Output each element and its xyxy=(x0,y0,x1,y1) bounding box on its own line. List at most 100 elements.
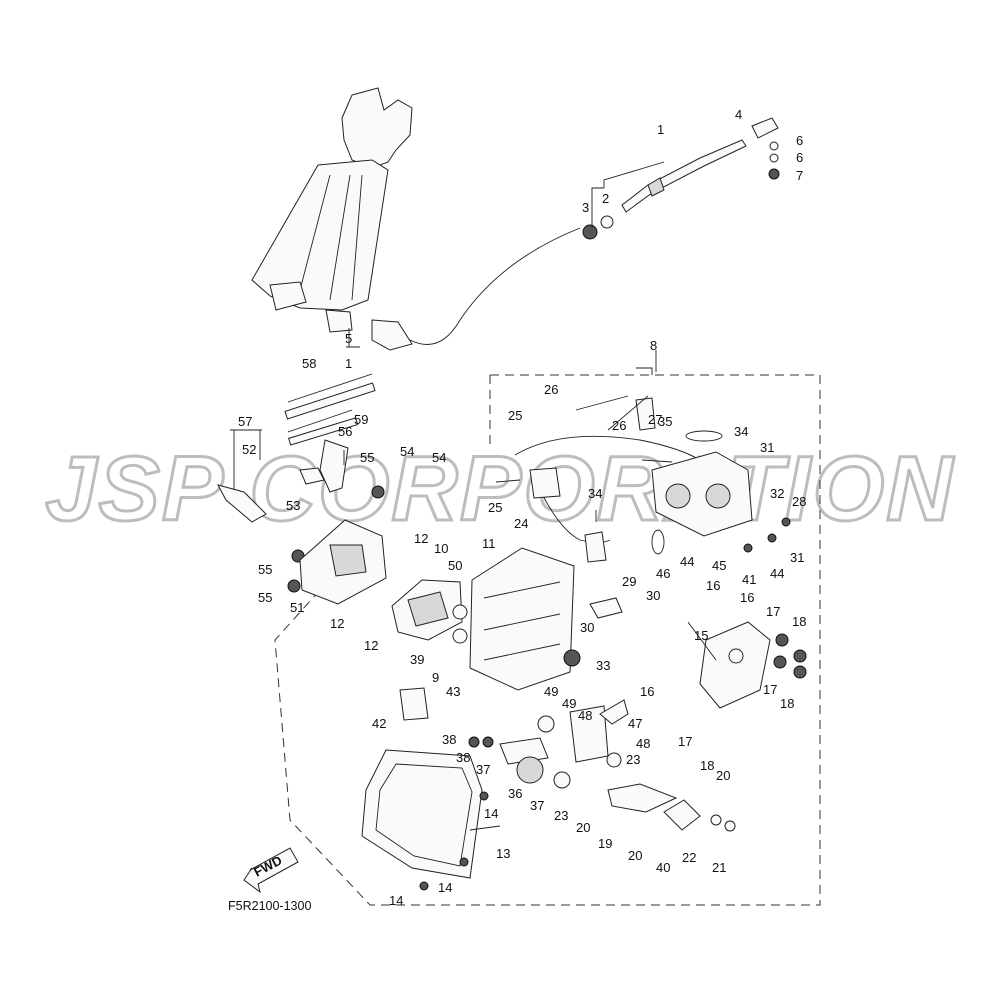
callout-55: 55 xyxy=(258,590,272,605)
callout-30: 30 xyxy=(646,588,660,603)
callout-11: 11 xyxy=(482,536,496,551)
housing-cover xyxy=(361,749,489,891)
callout-46: 46 xyxy=(656,566,670,581)
callout-58: 58 xyxy=(302,356,316,371)
callout-6: 6 xyxy=(796,133,803,148)
callout-38: 38 xyxy=(456,750,470,765)
callout-30: 30 xyxy=(580,620,594,635)
diagram-code: F5R2100-1300 xyxy=(228,899,311,913)
callout-55: 55 xyxy=(258,562,272,577)
callout-14: 14 xyxy=(438,880,452,895)
callout-16: 16 xyxy=(706,578,720,593)
watermark-text: JSP CORPORATION xyxy=(45,438,955,540)
callout-52: 52 xyxy=(242,442,256,457)
callout-18: 18 xyxy=(700,758,714,773)
callout-50: 50 xyxy=(448,558,462,573)
callout-56: 56 xyxy=(338,424,352,439)
fwd-arrow-icon: FWD xyxy=(243,847,299,894)
callout-36: 36 xyxy=(508,786,522,801)
assembly-boundary-8 xyxy=(274,374,821,906)
callout-22: 22 xyxy=(682,850,696,865)
callout-20: 20 xyxy=(576,820,590,835)
callout-13: 13 xyxy=(496,846,510,861)
callout-25: 25 xyxy=(508,408,522,423)
callout-34: 34 xyxy=(734,424,748,439)
callout-37: 37 xyxy=(476,762,490,777)
callout-20: 20 xyxy=(716,768,730,783)
linkage-bracket xyxy=(589,597,807,709)
callout-33: 33 xyxy=(596,658,610,673)
callout-16: 16 xyxy=(640,684,654,699)
jet-pump-housing xyxy=(251,87,413,351)
callout-23: 23 xyxy=(554,808,568,823)
callout-1: 1 xyxy=(657,122,664,137)
callout-17: 17 xyxy=(678,734,692,749)
callout-43: 43 xyxy=(446,684,460,699)
callout-17: 17 xyxy=(766,604,780,619)
callout-54: 54 xyxy=(400,444,414,459)
callout-27: 27 xyxy=(648,412,662,427)
callout-55: 55 xyxy=(360,450,374,465)
callout-18: 18 xyxy=(792,614,806,629)
callout-20: 20 xyxy=(628,848,642,863)
callout-6: 6 xyxy=(796,150,803,165)
shift-bracket-assembly xyxy=(217,373,387,605)
callout-21: 21 xyxy=(712,860,726,875)
callout-47: 47 xyxy=(628,716,642,731)
callout-41: 41 xyxy=(742,572,756,587)
callout-49: 49 xyxy=(544,684,558,699)
callout-29: 29 xyxy=(622,574,636,589)
callout-42: 42 xyxy=(372,716,386,731)
callout-5: 5 xyxy=(345,331,352,346)
callout-48: 48 xyxy=(636,736,650,751)
callout-37: 37 xyxy=(530,798,544,813)
callout-48: 48 xyxy=(578,708,592,723)
callout-12: 12 xyxy=(414,531,428,546)
callout-12: 12 xyxy=(330,616,344,631)
callout-54: 54 xyxy=(432,450,446,465)
callout-26: 26 xyxy=(612,418,626,433)
callout-31: 31 xyxy=(790,550,804,565)
callout-3: 3 xyxy=(582,200,589,215)
callout-10: 10 xyxy=(434,541,448,556)
callout-26: 26 xyxy=(544,382,558,397)
callout-2: 2 xyxy=(602,191,609,206)
gear-train xyxy=(468,699,736,832)
callout-40: 40 xyxy=(656,860,670,875)
callout-59: 59 xyxy=(354,412,368,427)
callout-44: 44 xyxy=(680,554,694,569)
callout-31: 31 xyxy=(760,440,774,455)
callout-24: 24 xyxy=(514,516,528,531)
callout-17: 17 xyxy=(763,682,777,697)
callout-38: 38 xyxy=(442,732,456,747)
callout-34: 34 xyxy=(588,486,602,501)
callout-45: 45 xyxy=(712,558,726,573)
callout-18: 18 xyxy=(780,696,794,711)
callout-28: 28 xyxy=(792,494,806,509)
callout-49: 49 xyxy=(562,696,576,711)
callout-44: 44 xyxy=(770,566,784,581)
steering-cable-end-parts xyxy=(582,117,780,240)
callout-57: 57 xyxy=(238,414,252,429)
leader-lines xyxy=(230,161,717,831)
callout-15: 15 xyxy=(694,628,708,643)
callout-4: 4 xyxy=(735,107,742,122)
callout-25: 25 xyxy=(488,500,502,515)
callout-23: 23 xyxy=(626,752,640,767)
harness-and-module xyxy=(514,395,791,563)
callout-35: 35 xyxy=(658,414,672,429)
callout-39: 39 xyxy=(410,652,424,667)
callout-16: 16 xyxy=(740,590,754,605)
callout-14: 14 xyxy=(389,893,403,908)
callout-51: 51 xyxy=(290,600,304,615)
callout-53: 53 xyxy=(286,498,300,513)
callout-8: 8 xyxy=(650,338,657,353)
callout-7: 7 xyxy=(796,168,803,183)
callout-12: 12 xyxy=(364,638,378,653)
callout-9: 9 xyxy=(432,670,439,685)
shift-housing-assembly xyxy=(391,547,581,721)
callout-1: 1 xyxy=(345,356,352,371)
callout-labels: 1 1 2 3 4 5 6 6 7 8 9 10 11 12 12 12 13 … xyxy=(238,107,806,908)
